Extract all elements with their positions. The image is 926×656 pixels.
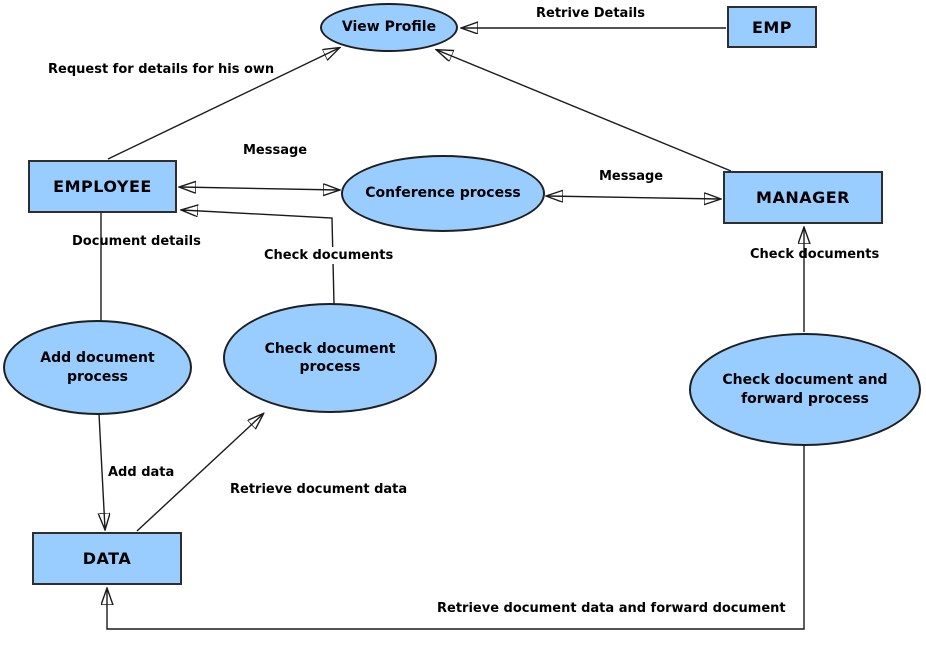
process-add-document-label: Add document process bbox=[40, 350, 155, 385]
datastore-data-label: DATA bbox=[82, 549, 132, 568]
process-check-forward-label: Check document and forward process bbox=[722, 372, 888, 407]
label-document-details: Document details bbox=[72, 234, 201, 249]
datastore-data: DATA bbox=[32, 532, 182, 585]
edge-employee-to-view-profile bbox=[107, 48, 339, 160]
entity-employee-label: EMPLOYEE bbox=[53, 177, 152, 196]
edge-manager-to-view-profile bbox=[437, 50, 732, 172]
label-message-manager: Message bbox=[599, 169, 664, 184]
process-view-profile: View Profile bbox=[320, 3, 458, 52]
edge-add-document-to-data bbox=[99, 413, 105, 529]
edge-data-to-check-document bbox=[136, 414, 263, 532]
process-check-document: Check document process bbox=[223, 303, 437, 413]
process-conference: Conference process bbox=[341, 155, 545, 232]
edge-conference-manager-message bbox=[547, 196, 720, 199]
process-check-document-label: Check document process bbox=[264, 340, 396, 375]
label-add-data: Add data bbox=[108, 465, 175, 480]
label-retrive-details: Retrive Details bbox=[536, 6, 645, 21]
label-message-employee: Message bbox=[243, 143, 308, 158]
entity-manager-label: MANAGER bbox=[756, 188, 850, 207]
entity-emp: EMP bbox=[727, 6, 817, 48]
edge-check-forward-to-data bbox=[107, 445, 805, 630]
label-retrieve-document-data: Retrieve document data bbox=[230, 482, 408, 497]
process-add-document: Add document process bbox=[3, 320, 192, 415]
process-check-forward: Check document and forward process bbox=[689, 333, 921, 446]
entity-employee: EMPLOYEE bbox=[28, 160, 177, 213]
label-check-documents-employee: Check documents bbox=[262, 247, 396, 264]
label-check-documents-manager: Check documents bbox=[750, 247, 880, 262]
label-request-for-details: Request for details for his own bbox=[48, 62, 275, 77]
edge-employee-conference-message bbox=[180, 187, 339, 190]
process-conference-label: Conference process bbox=[365, 185, 521, 202]
edge-check-document-to-employee bbox=[182, 210, 335, 305]
process-view-profile-label: View Profile bbox=[341, 19, 437, 36]
entity-manager: MANAGER bbox=[723, 171, 883, 224]
label-retrieve-and-forward: Retrieve document data and forward docum… bbox=[437, 601, 786, 616]
entity-emp-label: EMP bbox=[751, 17, 793, 37]
